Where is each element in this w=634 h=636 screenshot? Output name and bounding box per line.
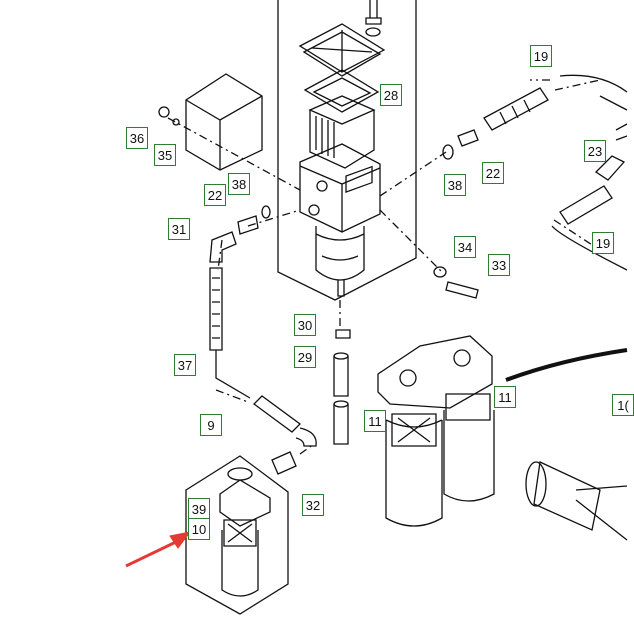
left-cover [185,73,263,171]
elbow-31 [209,231,237,263]
twin-canister-right [443,410,495,502]
callout-37: 37 [174,354,196,376]
top-washer [365,27,381,37]
callout-33: 33 [488,254,510,276]
callout-10: 10 [188,518,210,540]
fitting-22-right [457,129,479,147]
callout-11-left: 11 [364,410,386,432]
callout-1x: 1( [612,394,634,416]
callout-29: 29 [294,346,316,368]
callout-19-right: 19 [592,232,614,254]
fitting-32 [271,451,297,475]
filter-box-9 [185,455,289,615]
hose-19-top [483,87,549,131]
hose-37-lower [253,395,301,433]
red-arrow [125,531,192,568]
separator-body [299,143,381,233]
hose-37-vertical [209,267,223,351]
callout-39: 39 [188,498,210,520]
right-element [533,461,601,531]
callout-30: 30 [294,314,316,336]
housing-outline [277,0,417,301]
callout-28: 28 [380,84,402,106]
callout-9: 9 [200,414,222,436]
hose-19-right [559,185,613,225]
callout-23: 23 [584,140,606,162]
callout-22-left: 22 [204,184,226,206]
callout-22-right: 22 [482,162,504,184]
filter-element-28 [309,110,375,169]
separator-bowl [315,226,365,281]
twin-head [377,335,493,409]
callout-31: 31 [168,218,190,240]
callout-11-right: 11 [494,386,516,408]
cover-plate [298,23,386,77]
bolt-33 [445,281,479,299]
small-filter-head [219,479,271,527]
callout-38-right: 38 [444,174,466,196]
top-bolt [365,0,382,25]
callout-34: 34 [454,236,476,258]
callout-32: 32 [302,494,324,516]
callout-19-top: 19 [530,45,552,67]
fitting-22-left [237,215,259,235]
washer-34 [433,266,447,278]
callout-36: 36 [126,127,148,149]
drain-tube-29 [333,356,349,445]
gasket [303,69,380,113]
small-filter-canister [221,530,259,597]
twin-canister-left [385,420,443,527]
callout-38-left: 38 [228,173,250,195]
callout-35: 35 [154,144,176,166]
